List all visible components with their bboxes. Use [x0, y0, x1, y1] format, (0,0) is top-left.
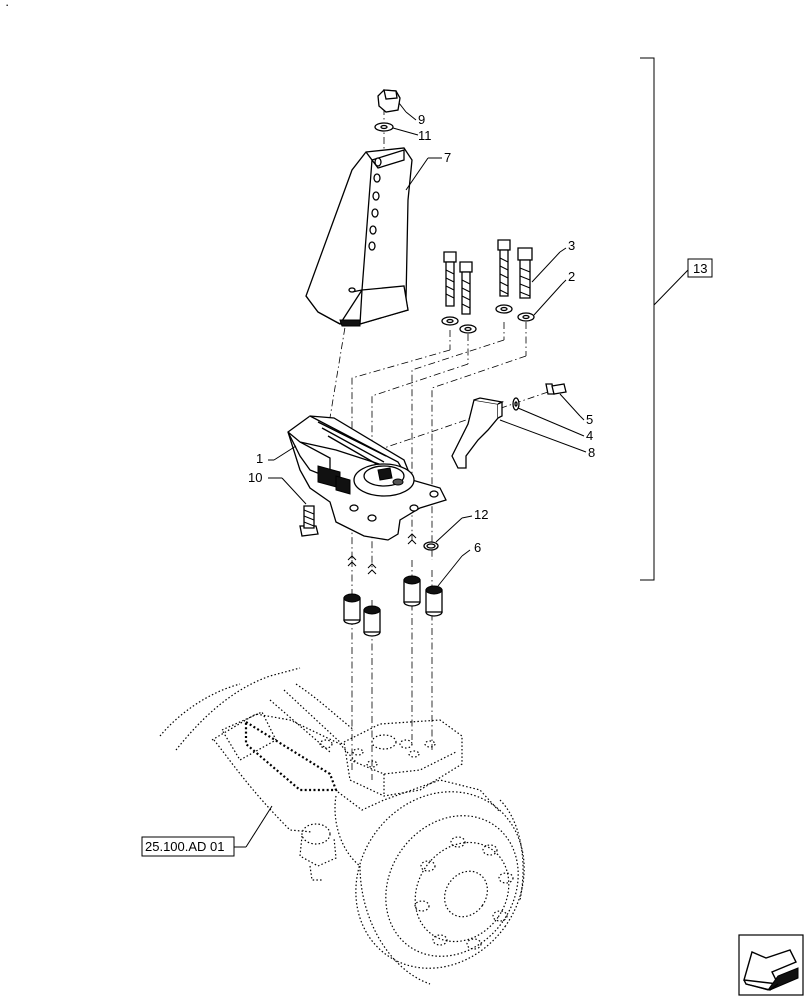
- o-ring-part-12: 12: [423, 507, 488, 551]
- arrow-icon[interactable]: [738, 934, 804, 996]
- lock-washers-part-2: 2: [441, 269, 575, 334]
- callout-6[interactable]: 6: [474, 540, 481, 555]
- callout-4[interactable]: 4: [586, 428, 593, 443]
- reference-label[interactable]: 25.100.AD 01: [145, 839, 225, 854]
- callout-3[interactable]: 3: [568, 238, 575, 253]
- reference-label-group: 25.100.AD 01: [141, 805, 273, 857]
- callout-10[interactable]: 10: [248, 470, 262, 485]
- bolt-part-5: 5: [545, 383, 593, 427]
- mounting-base-part-1: 1: [256, 415, 447, 541]
- bolts-part-3: 3: [443, 238, 575, 315]
- callout-5[interactable]: 5: [586, 412, 593, 427]
- callout-13[interactable]: 13: [693, 261, 707, 276]
- callout-12[interactable]: 12: [474, 507, 488, 522]
- callout-8[interactable]: 8: [588, 445, 595, 460]
- bushings-part-6: 6: [343, 540, 481, 637]
- washer-part-4: 4: [512, 397, 593, 443]
- assembly-bracket: 13: [640, 57, 713, 581]
- callout-13-box: [687, 258, 713, 278]
- reference-box: [141, 836, 235, 857]
- small-clips: [347, 533, 417, 575]
- callout-7[interactable]: 7: [444, 150, 451, 165]
- nut-part-9: 9: [377, 89, 425, 127]
- callout-11[interactable]: 11: [418, 128, 432, 143]
- bolt-part-10: 10: [248, 470, 319, 537]
- callout-9[interactable]: 9: [418, 112, 425, 127]
- phantom-axle-assembly: [159, 667, 525, 985]
- support-bracket-part-7: 7: [305, 147, 451, 327]
- washer-part-11: 11: [374, 122, 432, 143]
- plate-part-8: 8: [451, 397, 595, 469]
- corner-mark: ·: [5, 0, 9, 12]
- callout-2[interactable]: 2: [568, 269, 575, 284]
- callout-1[interactable]: 1: [256, 451, 263, 466]
